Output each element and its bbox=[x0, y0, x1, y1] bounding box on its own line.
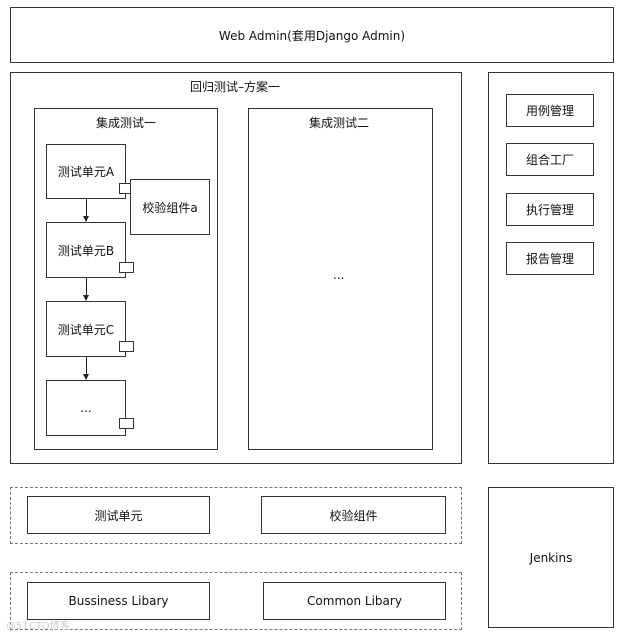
integration-suite-2 bbox=[248, 108, 433, 450]
test-unit-b-port bbox=[119, 262, 134, 273]
business-library-label: Bussiness Libary bbox=[68, 594, 169, 608]
test-unit-a-label: 测试单元A bbox=[57, 165, 115, 179]
flow-arrow-a-to-b bbox=[83, 199, 89, 222]
test-unit-component-label: 测试单元 bbox=[94, 508, 143, 523]
test-unit-c: 测试单元C bbox=[46, 301, 126, 357]
validator-component: 校验组件 bbox=[261, 496, 446, 534]
test-unit-more: ... bbox=[46, 380, 126, 436]
test-unit-a: 测试单元A bbox=[46, 144, 126, 199]
execution-management-label: 执行管理 bbox=[525, 203, 574, 217]
integration-suite-1-title: 集成测试一 bbox=[96, 116, 157, 130]
report-management-button[interactable]: 报告管理 bbox=[506, 242, 594, 275]
components-layer bbox=[10, 487, 462, 544]
validator-a-label: 校验组件a bbox=[142, 200, 198, 215]
integration-suite-2-ellipsis: ... bbox=[333, 268, 345, 282]
jenkins-box: Jenkins bbox=[488, 487, 614, 628]
watermark: @51CTO博客 bbox=[6, 621, 70, 632]
web-admin-box: Web Admin(套用Django Admin) bbox=[10, 7, 614, 63]
flow-arrow-c-to-more bbox=[83, 357, 89, 380]
validator-a: 校验组件a bbox=[130, 179, 210, 235]
combination-factory-button[interactable]: 组合工厂 bbox=[506, 143, 594, 176]
jenkins-label: Jenkins bbox=[529, 550, 573, 565]
case-management-label: 用例管理 bbox=[525, 104, 574, 118]
test-unit-c-label: 测试单元C bbox=[57, 322, 115, 337]
regression-title: 回归测试–方案一 bbox=[190, 80, 281, 94]
libraries-layer bbox=[10, 572, 462, 630]
web-admin-title: Web Admin(套用Django Admin) bbox=[218, 28, 406, 43]
validator-component-label: 校验组件 bbox=[329, 508, 378, 523]
report-management-label: 报告管理 bbox=[525, 252, 574, 266]
test-unit-more-port bbox=[119, 418, 134, 429]
integration-suite-2-title: 集成测试二 bbox=[309, 116, 370, 130]
common-library: Common Libary bbox=[263, 582, 446, 620]
flow-arrow-b-to-c bbox=[83, 278, 89, 301]
test-unit-component: 测试单元 bbox=[27, 496, 210, 534]
test-unit-c-port bbox=[119, 341, 134, 352]
test-unit-b: 测试单元B bbox=[46, 222, 126, 278]
combination-factory-label: 组合工厂 bbox=[525, 153, 574, 167]
test-unit-more-label: ... bbox=[80, 401, 92, 415]
case-management-button[interactable]: 用例管理 bbox=[506, 94, 594, 127]
test-unit-b-label: 测试单元B bbox=[57, 243, 115, 258]
execution-management-button[interactable]: 执行管理 bbox=[506, 193, 594, 226]
business-library: Bussiness Libary bbox=[27, 582, 210, 620]
common-library-label: Common Libary bbox=[307, 594, 402, 608]
